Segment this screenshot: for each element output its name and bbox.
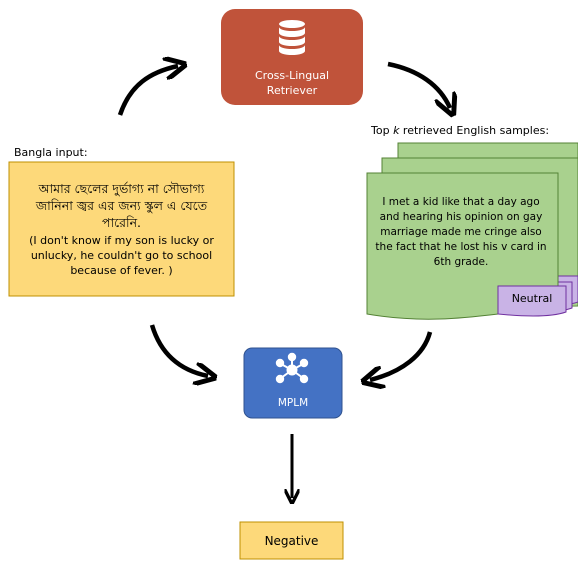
- bangla-text: আমার ছেলের দুর্ভাগ্য না সৌভাগ্য জানিনা জ…: [35, 181, 208, 230]
- output-label: Negative: [264, 533, 319, 548]
- label-card-front: [497, 285, 567, 317]
- mplm-label: MPLM: [277, 397, 309, 409]
- neutral-label: Neutral: [511, 291, 553, 305]
- input-text-block: আমার ছেলের দুর্ভাগ্য না সৌভাগ্য জানিনা জ…: [12, 166, 231, 292]
- retriever-label-line1: Cross-Lingual: [254, 69, 330, 82]
- english-translation: (I don't know if my son is lucky or unlu…: [29, 234, 214, 277]
- arrow-samples-to-mplm: [370, 331, 433, 380]
- retriever-label: Cross-Lingual Retriever: [221, 64, 363, 102]
- arrow-input-to-retriever: [117, 66, 178, 116]
- arrow-retriever-to-samples: [387, 61, 450, 108]
- retrieved-heading: Top k retrieved English samples:: [371, 124, 550, 137]
- mplm-box: [243, 347, 343, 419]
- retriever-label-line2: Retriever: [266, 84, 318, 97]
- arrow-input-to-mplm: [149, 324, 208, 376]
- network-icon: [275, 352, 309, 384]
- input-box: [8, 161, 235, 297]
- database-icon: [279, 20, 305, 55]
- retriever-box: [221, 9, 363, 105]
- input-heading: Bangla input:: [14, 146, 88, 159]
- sample-text: I met a kid like that a day ago and hear…: [375, 195, 547, 268]
- output-box: [239, 521, 344, 560]
